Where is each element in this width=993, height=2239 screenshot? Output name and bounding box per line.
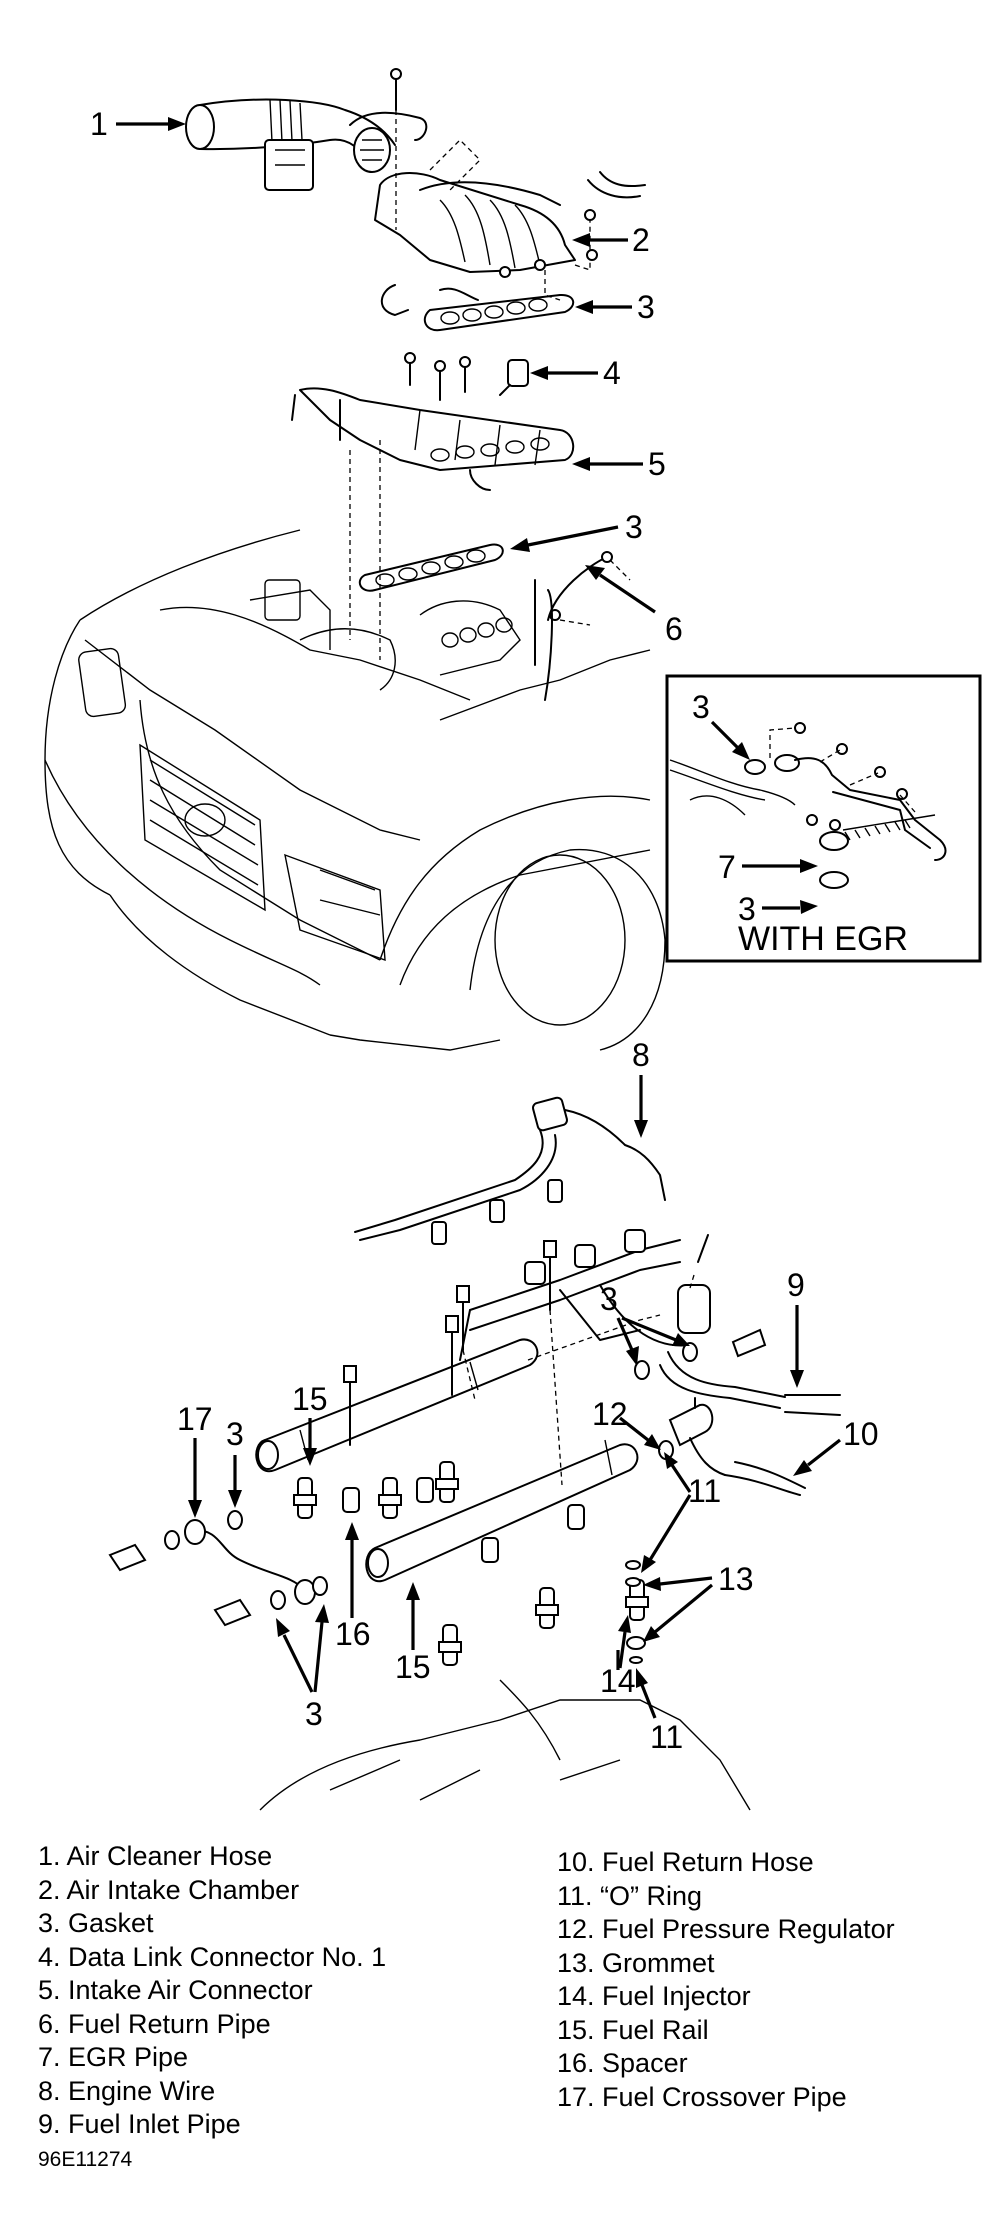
callout-label-3: 3 xyxy=(305,1696,323,1732)
callout-3-lower-gasket: 3 xyxy=(510,509,643,552)
legend-item: 17. Fuel Crossover Pipe xyxy=(557,2081,847,2112)
callout-label-3: 3 xyxy=(637,289,655,325)
callout-label-2: 2 xyxy=(632,222,650,258)
figure-code: 96E11274 xyxy=(38,2148,133,2171)
legend-item: 16. Spacer xyxy=(557,2048,688,2078)
air-intake-chamber-drawing xyxy=(374,68,646,316)
callout-label-7: 7 xyxy=(718,849,736,885)
legend-item: 7. EGR Pipe xyxy=(38,2042,189,2072)
legend-item: 9. Fuel Inlet Pipe xyxy=(38,2109,241,2139)
callout-11-upper: 11 xyxy=(641,1452,721,1573)
legend-item: 13. Grommet xyxy=(557,1947,715,1978)
legend-item: 8. Engine Wire xyxy=(38,2075,216,2106)
callout-label-1: 1 xyxy=(90,106,108,142)
legend-right-column: 10. Fuel Return Hose 11. “O” Ring 12. Fu… xyxy=(557,1846,895,2114)
callout-12: 12 xyxy=(592,1396,661,1450)
fuel-injector xyxy=(435,1461,459,1503)
inset-caption: WITH EGR xyxy=(738,920,908,958)
callout-label-5: 5 xyxy=(648,446,666,482)
callout-11-lower: 11 xyxy=(636,1668,683,1755)
callout-label-12: 12 xyxy=(592,1396,628,1432)
legend-item: 11. “O” Ring xyxy=(557,1880,703,1911)
legend-item: 6. Fuel Return Pipe xyxy=(38,2008,271,2039)
callout-label-3: 3 xyxy=(600,1281,618,1317)
fuel-injector xyxy=(535,1587,559,1629)
callout-label-16: 16 xyxy=(335,1616,371,1652)
callout-9: 9 xyxy=(787,1267,805,1388)
callout-3-upper-gasket: 3 xyxy=(575,289,655,325)
callout-label-13: 13 xyxy=(718,1561,754,1597)
callout-2: 2 xyxy=(572,222,650,258)
callout-3-crossover-top: 3 xyxy=(226,1416,244,1508)
callout-17: 17 xyxy=(177,1401,213,1518)
callout-7: 7 xyxy=(718,849,818,885)
callout-label-9: 9 xyxy=(787,1267,805,1303)
callout-label-15: 15 xyxy=(395,1649,431,1685)
callout-16: 16 xyxy=(335,1522,371,1652)
callout-label-10: 10 xyxy=(843,1416,879,1452)
callout-14: 14 xyxy=(600,1615,636,1699)
callout-4: 4 xyxy=(530,355,621,391)
callout-15-lower-rail: 15 xyxy=(395,1582,431,1685)
callout-label-11: 11 xyxy=(650,1719,683,1755)
callout-label-3: 3 xyxy=(738,891,756,927)
legend-item: 3. Gasket xyxy=(38,1908,154,1938)
legend-item: 2. Air Intake Chamber xyxy=(38,1874,300,1905)
callout-label-15: 15 xyxy=(292,1381,328,1417)
callout-label-8: 8 xyxy=(632,1037,650,1073)
data-link-connector-drawing xyxy=(404,352,529,401)
callout-label-3: 3 xyxy=(226,1416,244,1452)
callout-1: 1 xyxy=(90,106,186,142)
fuel-injector xyxy=(625,1579,649,1621)
engine-wire-drawing xyxy=(354,1096,711,1361)
legend-item: 14. Fuel Injector xyxy=(557,1981,751,2011)
lower-gasket-drawing xyxy=(358,543,504,592)
callout-label-17: 17 xyxy=(177,1401,213,1437)
air-cleaner-hose-drawing xyxy=(185,98,428,191)
vehicle-front-drawing xyxy=(44,529,666,1051)
intake-air-connector-drawing xyxy=(291,387,575,660)
spacer xyxy=(342,1487,360,1513)
callout-3-crossover-bottom: 3 xyxy=(276,1604,329,1732)
fuel-injector xyxy=(378,1477,402,1519)
callout-6: 6 xyxy=(585,565,683,647)
legend-item: 15. Fuel Rail xyxy=(557,2014,709,2045)
callout-label-11: 11 xyxy=(688,1473,721,1509)
legend-item: 4. Data Link Connector No. 1 xyxy=(38,1941,387,1972)
callout-3-egr-top: 3 xyxy=(692,689,750,760)
callout-5: 5 xyxy=(572,446,666,482)
callout-15-upper-rail: 15 xyxy=(292,1381,328,1466)
fuel-injector xyxy=(438,1624,462,1666)
callout-label-3: 3 xyxy=(692,689,710,725)
legend-item: 10. Fuel Return Hose xyxy=(557,1847,814,1877)
upper-gasket-drawing xyxy=(423,293,575,332)
callout-8: 8 xyxy=(632,1037,650,1138)
fuel-injector xyxy=(293,1477,317,1519)
callout-3-egr-bottom: 3 xyxy=(738,891,818,927)
legend-item: 12. Fuel Pressure Regulator xyxy=(557,1914,895,1944)
callout-label-4: 4 xyxy=(603,355,621,391)
legend-left-column: 1. Air Cleaner Hose 2. Air Intake Chambe… xyxy=(38,1840,386,2142)
callout-10: 10 xyxy=(793,1416,879,1476)
fuel-rail-assembly-drawing xyxy=(108,1240,841,1811)
legend-item: 1. Air Cleaner Hose xyxy=(38,1841,273,1871)
callout-label-3: 3 xyxy=(625,509,643,545)
egr-inset xyxy=(665,674,982,963)
callout-3-fuel-inlet: 3 xyxy=(600,1281,690,1366)
callout-label-6: 6 xyxy=(665,611,683,647)
callout-13: 13 xyxy=(643,1561,754,1642)
legend-item: 5. Intake Air Connector xyxy=(38,1975,313,2005)
